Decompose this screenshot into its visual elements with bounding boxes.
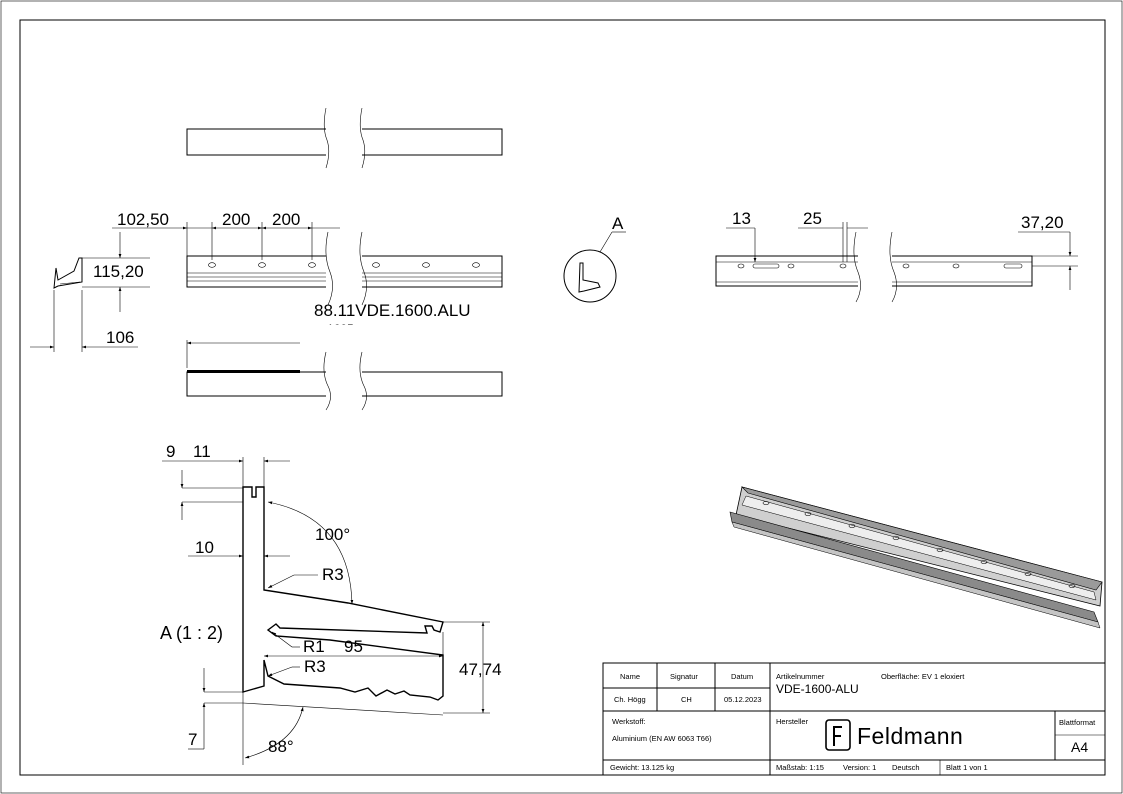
tb-article-value: VDE-1600-ALU: [776, 682, 859, 696]
dim-88deg: 88°: [268, 737, 294, 756]
tb-date-value: 05.12.2023: [724, 695, 762, 704]
bottom-view: [186, 340, 503, 411]
tb-material-label: Werkstoff:: [612, 717, 645, 726]
front-view: 102,50 200 200 88.11VDE.1600.ALU 1605: [112, 210, 503, 336]
detail-a-title: A (1 : 2): [160, 623, 223, 643]
tb-surface-label: Oberfläche: EV 1 eloxiert: [881, 672, 965, 681]
tb-material-value: Aluminium (EN AW 6063 T66): [612, 734, 712, 743]
side-profile-view: 115,20 106: [30, 232, 150, 352]
detail-a-profile: 9 11 10 100° R3 R1 95 R3 47,74: [160, 442, 502, 765]
dim-37-20: 37,20: [1021, 213, 1064, 232]
top-view: [186, 107, 503, 169]
tb-sheet: Blatt 1 von 1: [946, 763, 988, 772]
dim-102-50: 102,50: [117, 210, 169, 229]
tb-name-value: Ch. Högg: [614, 695, 646, 704]
detail-letter: A: [612, 214, 624, 233]
tb-format-label: Blattformat: [1059, 718, 1096, 727]
tb-signature-header: Signatur: [670, 672, 698, 681]
right-front-view: 13 25 37,20: [715, 209, 1078, 303]
dim-r1: R1: [303, 637, 325, 656]
tb-manufacturer-label: Hersteller: [776, 717, 809, 726]
dim-r3-lower: R3: [304, 657, 326, 676]
dim-95: 95: [344, 637, 363, 656]
tb-signature-value: CH: [681, 695, 692, 704]
dim-9: 9: [166, 442, 175, 461]
dim-200-first: 200: [222, 210, 250, 229]
isometric-view: [729, 486, 1103, 629]
part-code: 88.11VDE.1600.ALU: [314, 301, 471, 320]
tb-scale: Maßstab: 1:15: [776, 763, 824, 772]
dim-r3-upper: R3: [322, 565, 344, 584]
title-block: Name Signatur Datum Ch. Högg CH 05.12.20…: [602, 662, 1106, 776]
tb-brand-name: Feldmann: [857, 723, 963, 749]
dim-11: 11: [193, 442, 211, 461]
dim-13: 13: [732, 209, 751, 228]
tb-language: Deutsch: [892, 763, 920, 772]
tb-format-value: A4: [1071, 739, 1088, 755]
dim-200-second: 200: [272, 210, 300, 229]
detail-callout-a: A: [563, 214, 626, 303]
tb-version: Version: 1: [843, 763, 876, 772]
tb-weight: Gewicht: 13.125 kg: [610, 763, 674, 772]
tb-article-label: Artikelnummer: [776, 672, 825, 681]
dim-115-20: 115,20: [93, 262, 144, 281]
tb-date-header: Datum: [731, 672, 753, 681]
sheet-inner-border: [19, 19, 1106, 776]
feldmann-logo-icon: [825, 719, 851, 751]
tb-name-header: Name: [620, 672, 640, 681]
dim-25: 25: [803, 209, 822, 228]
dim-100deg: 100°: [315, 525, 350, 544]
dim-47-74: 47,74: [459, 660, 502, 679]
dim-7: 7: [188, 730, 197, 749]
dim-106: 106: [106, 328, 134, 347]
dim-10: 10: [195, 538, 214, 557]
